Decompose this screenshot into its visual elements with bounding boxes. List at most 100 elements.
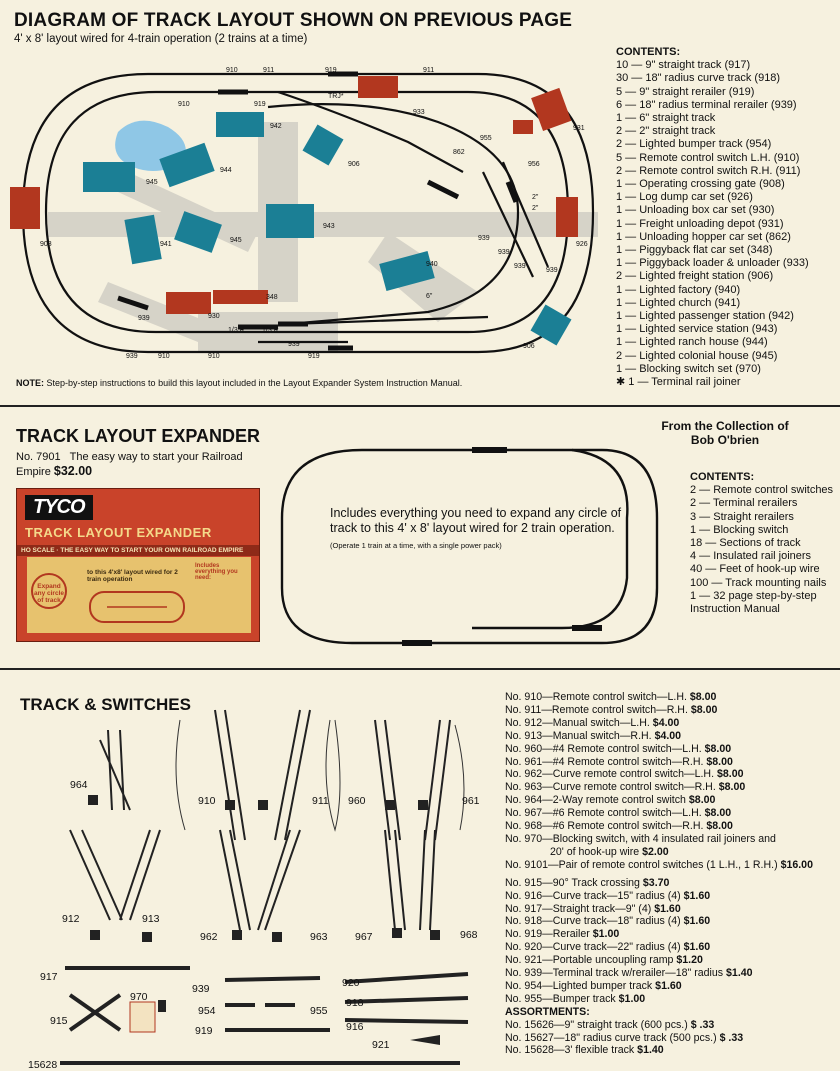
description-text: Includes everything you need to expand a… [330,506,622,535]
product-box-image: TYCO TRACK LAYOUT EXPANDER HO SCALE · TH… [16,488,260,642]
list-item: 2 — Remote control switches [690,484,834,497]
note-text: Step-by-step instructions to build this … [46,378,463,388]
svg-text:939: 939 [288,341,300,348]
svg-text:913: 913 [142,913,160,925]
svg-text:961: 961 [462,795,480,807]
svg-text:919: 919 [308,353,320,360]
list-item: No. 910—Remote control switch—L.H. $8.00 [505,691,717,703]
diagram-title: DIAGRAM OF TRACK LAYOUT SHOWN ON PREVIOU… [14,10,573,31]
list-item: 2 — Remote control switch R.H. (911) [616,164,801,177]
list-item: 30 — 18" radius curve track (918) [616,72,781,85]
tyco-logo: TYCO [25,495,93,520]
expander-title: TRACK LAYOUT EXPANDER [16,426,261,446]
svg-text:939: 939 [514,263,526,270]
svg-text:1/3 R: 1/3 R [262,327,279,334]
box-mid-text: to this 4'x8' layout wired for 2 train o… [87,569,178,583]
svg-text:940: 940 [426,261,438,268]
list-item: 1 — Piggyback flat car set (348) [616,244,773,257]
box-left-text: Expand any circle of track [31,573,67,609]
expander-contents: CONTENTS: 2 — Remote control switches 2 … [690,471,840,616]
list-item: 1 — Freight unloading depot (931) [616,217,784,230]
svg-text:915: 915 [50,1015,68,1027]
svg-text:919: 919 [254,101,266,108]
list-item: 2 — 2" straight track [616,125,716,138]
expander-contents-heading: CONTENTS: [690,471,755,483]
svg-text:919: 919 [195,1025,213,1037]
svg-text:910: 910 [158,353,170,360]
list-item: ✱ 1 — Terminal rail joiner [616,376,741,389]
svg-text:2": 2" [532,205,539,212]
svg-text:931: 931 [573,125,585,132]
svg-text:919: 919 [325,67,337,74]
svg-text:939: 939 [546,267,558,274]
box-right-text: Includes everything you need: [195,563,238,581]
svg-text:2": 2" [532,194,539,201]
svg-text:954: 954 [198,1005,216,1017]
svg-text:862: 862 [453,149,465,156]
assortments-heading: ASSORTMENTS: [505,1005,590,1018]
product-number: No. 7901 [16,451,61,463]
svg-text:15628: 15628 [28,1059,57,1071]
list-item: No. 920—Curve track—22" radius (4) $1.60 [505,941,711,954]
collection-line2: Bob O'brien [690,433,760,447]
svg-text:911: 911 [423,67,434,74]
list-item: No. 918—Curve track—18" radius (4) $1.60 [505,915,711,928]
note-label: NOTE: [16,378,44,388]
expander-description: Includes everything you need to expand a… [330,506,630,553]
price-list: No. 910—Remote control switch—L.H. $8.00… [505,691,840,1057]
list-item: 6 — 18" radius terminal rerailer (939) [616,98,797,111]
list-item: 1 — Blocking switch [690,523,789,536]
list-item: 2 — Lighted colonial house (945) [616,349,778,362]
diagram-subtitle: 4' x 8' layout wired for 4-train operati… [14,33,308,45]
expander-track-oval [280,447,659,646]
list-item: 20' of hook-up wire $2.00 [550,845,669,858]
list-item: 3 — Straight rerailers [690,510,794,523]
list-item: No. 963—Curve remote control switch—R.H.… [505,781,746,794]
svg-text:917: 917 [40,971,58,983]
list-item: No. 954—Lighted bumper track $1.60 [505,979,682,992]
collection-credit: From the Collection of Bob O'brien [640,419,810,447]
list-item: 1 — Lighted service station (943) [616,323,778,336]
list-item: 5 — 9" straight rerailer (919) [616,85,755,98]
list-item: 4 — Insulated rail joiners [690,550,812,563]
list-item: 40 — Feet of hook-up wire [690,563,820,576]
svg-text:910: 910 [178,101,190,108]
list-item: No. 15628—3' flexible track $1.40 [505,1044,664,1057]
svg-text:918: 918 [346,997,364,1009]
box-banner: HO SCALE · THE EASY WAY TO START YOUR OW… [17,545,259,556]
svg-text:916: 916 [346,1021,364,1033]
svg-text:906: 906 [348,161,360,168]
list-item: 2 — Lighted bumper track (954) [616,138,772,151]
svg-text:960: 960 [348,795,366,807]
list-item: No. 960—#4 Remote control switch—L.H. $8… [505,742,732,755]
svg-text:956: 956 [528,161,540,168]
svg-text:968: 968 [460,929,478,941]
list-item: 1 — Lighted passenger station (942) [616,310,794,323]
svg-text:933: 933 [413,109,425,116]
list-item: 1 — Unloading box car set (930) [616,204,775,217]
list-item: No. 9101—Pair of remote control switches… [505,858,813,871]
svg-text:939: 939 [192,983,210,995]
list-item: No. 15627—18" radius curve track (500 pc… [505,1031,744,1044]
svg-text:910: 910 [208,353,220,360]
svg-text:945: 945 [230,237,242,244]
list-item: 2 — Lighted freight station (906) [616,270,774,283]
svg-text:1/3 R: 1/3 R [228,327,245,334]
box-panel: Expand any circle of track to this 4'x8'… [27,557,251,633]
svg-text:912: 912 [62,913,80,925]
list-item: No. 939—Terminal track w/rerailer—18" ra… [505,967,753,980]
list-item: 10 — 9" straight track (917) [616,59,751,72]
switches-title: TRACK & SWITCHES [20,695,191,714]
list-item: 1 — Log dump car set (926) [616,191,753,204]
layout-contents: CONTENTS: 10 — 9" straight track (917) 3… [616,46,838,389]
svg-text:939: 939 [498,249,510,256]
svg-text:955: 955 [310,1005,328,1017]
box-title: TRACK LAYOUT EXPANDER [25,525,212,540]
list-item: No. 921—Portable uncoupling ramp $1.20 [505,954,703,967]
list-item: 5 — Remote control switch L.H. (910) [616,151,800,164]
svg-text:920: 920 [342,977,360,989]
list-item: 1 — Piggyback loader & unloader (933) [616,257,809,270]
svg-text:963: 963 [310,931,328,943]
